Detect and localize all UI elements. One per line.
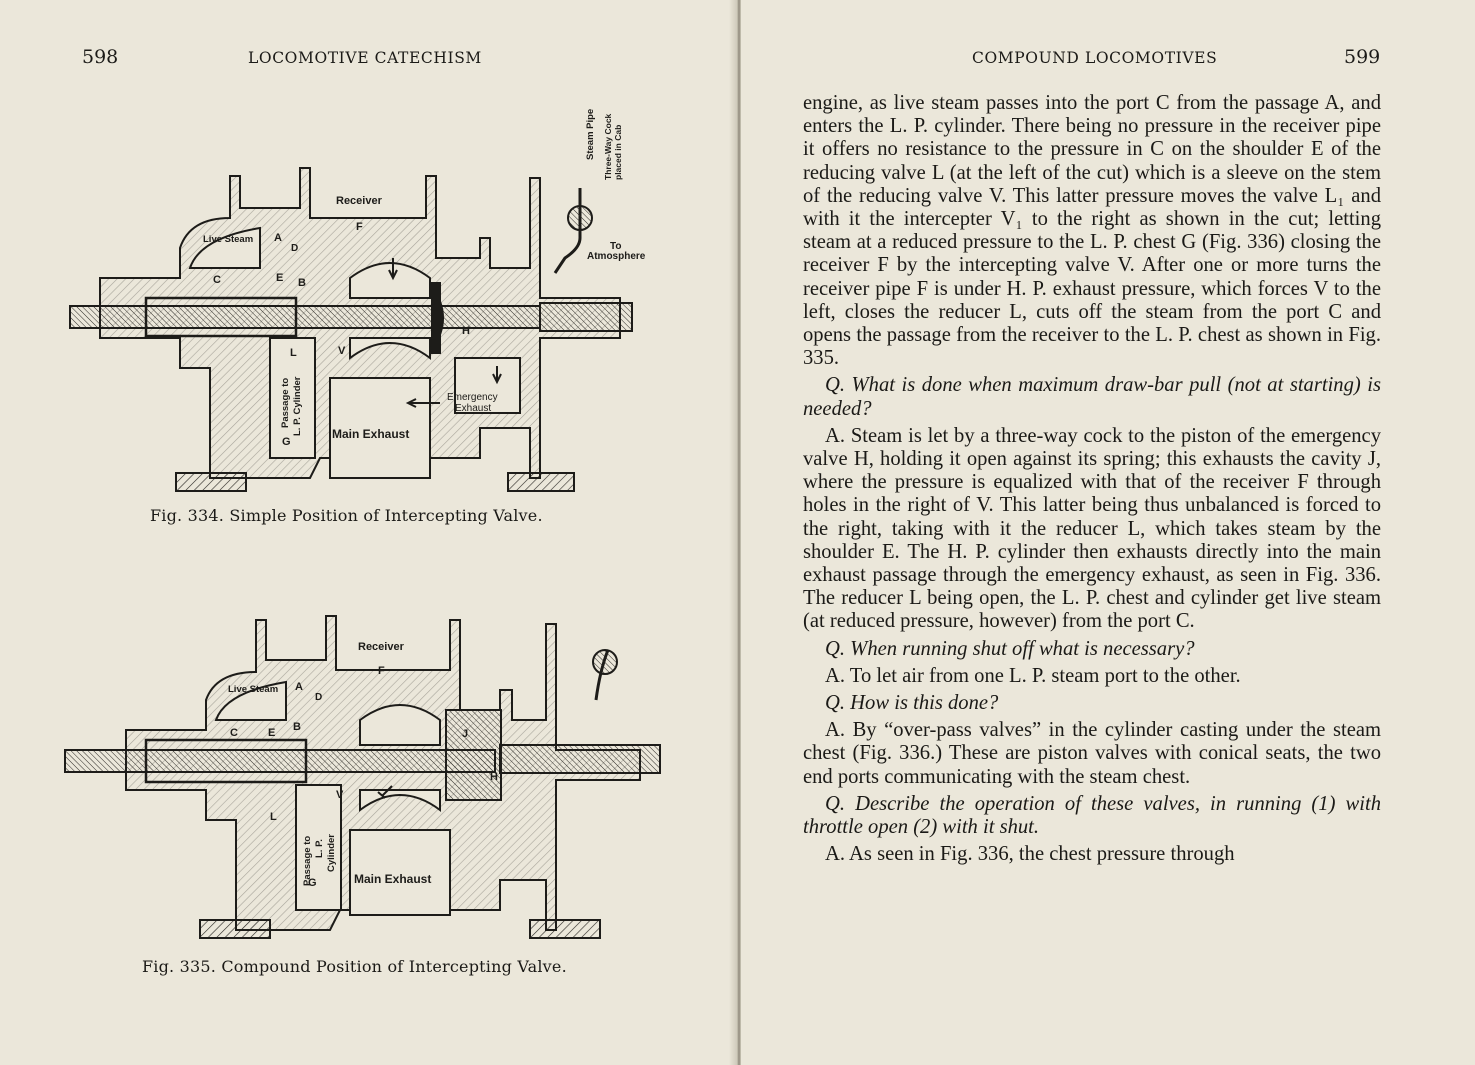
question-3: Q. How is this done? bbox=[825, 692, 999, 715]
fig334-label-main-exhaust: Main Exhaust bbox=[332, 427, 409, 441]
page-number-left: 598 bbox=[82, 46, 119, 68]
running-head-left: LOCOMOTIVE CATECHISM bbox=[248, 49, 482, 67]
fig335-label-live-steam: Live Steam bbox=[228, 684, 278, 695]
fig334-label-three-way-cock: Three-Way Cock bbox=[603, 113, 613, 180]
fig334-label-steam-pipe: Steam Pipe bbox=[585, 109, 596, 160]
fig335-label-l: L bbox=[270, 811, 277, 823]
fig334-label-emergency: Emergency bbox=[447, 392, 498, 403]
fig334-label-receiver: Receiver bbox=[336, 195, 383, 207]
fig334-label-atmosphere: Atmosphere bbox=[587, 251, 646, 262]
figure-334-caption: Fig. 334. Simple Position of Interceptin… bbox=[150, 506, 543, 525]
fig334-label-e: E bbox=[276, 272, 283, 284]
fig334-label-b: B bbox=[298, 277, 306, 289]
fig335-label-v: V bbox=[336, 789, 344, 801]
fig335-label-d: D bbox=[315, 692, 322, 703]
question-4: Q. Describe the operation of these valve… bbox=[803, 792, 1381, 839]
answer-1: A. Steam is let by a three-way cock to t… bbox=[803, 424, 1381, 633]
fig335-label-b: B bbox=[293, 721, 301, 733]
paragraph-1: engine, as live steam passes into the po… bbox=[803, 92, 1381, 370]
fig335-label-c: C bbox=[230, 727, 238, 739]
fig335-label-j: J bbox=[462, 728, 468, 740]
fig335-label-passage-1: Passage to bbox=[302, 836, 313, 886]
figure-334: Receiver F Live Steam A D C E B H L V G … bbox=[60, 98, 660, 500]
figure-335-drawing: Receiver F Live Steam A D C E B J H V L … bbox=[64, 615, 661, 939]
fig335-label-g: G bbox=[308, 877, 317, 889]
fig334-label-v: V bbox=[338, 345, 346, 357]
question-1: Q. What is done when maximum draw-bar pu… bbox=[803, 374, 1381, 420]
fig335-label-main-exhaust: Main Exhaust bbox=[354, 872, 431, 886]
fig335-label-f: F bbox=[378, 665, 385, 677]
fig334-label-f: F bbox=[356, 221, 363, 233]
fig334-label-a: A bbox=[274, 232, 282, 244]
fig334-label-c: C bbox=[213, 274, 221, 286]
page-number-right: 599 bbox=[1344, 46, 1381, 68]
fig334-label-passage-2: L. P. Cylinder bbox=[292, 376, 303, 436]
answer-4: A. As seen in Fig. 336, the chest pressu… bbox=[825, 843, 1235, 866]
answer-3: A. By “over-pass valves” in the cylinder… bbox=[803, 719, 1381, 788]
running-head-right: COMPOUND LOCOMOTIVES bbox=[972, 49, 1218, 67]
figure-335-caption: Fig. 335. Compound Position of Intercept… bbox=[142, 957, 567, 976]
fig334-label-h: H bbox=[462, 325, 470, 337]
fig334-label-exhaust: Exhaust bbox=[455, 403, 491, 414]
fig335-label-h: H bbox=[490, 771, 498, 783]
fig334-label-live-steam: Live Steam bbox=[203, 234, 253, 245]
fig335-label-a: A bbox=[295, 681, 303, 693]
fig334-label-placed-in-cab: placed in Cab bbox=[613, 125, 623, 180]
fig335-label-passage-3: Cylinder bbox=[326, 834, 337, 872]
fig335-label-e: E bbox=[268, 727, 275, 739]
figure-335: Receiver F Live Steam A D C E B J H V L … bbox=[60, 610, 670, 946]
body-text: engine, as live steam passes into the po… bbox=[803, 92, 1381, 867]
fig335-label-receiver: Receiver bbox=[358, 641, 405, 653]
right-page: COMPOUND LOCOMOTIVES 599 engine, as live… bbox=[741, 0, 1475, 1065]
fig334-label-passage-1: Passage to bbox=[280, 378, 291, 428]
fig334-label-to: To bbox=[610, 241, 621, 252]
fig335-label-passage-2: L. P. bbox=[314, 839, 325, 858]
question-2: Q. When running shut off what is necessa… bbox=[825, 637, 1195, 660]
fig334-label-l: L bbox=[290, 347, 297, 359]
left-page: 598 LOCOMOTIVE CATECHISM bbox=[0, 0, 737, 1065]
answer-2: A. To let air from one L. P. steam port … bbox=[825, 664, 1241, 687]
figure-334-drawing: Receiver F Live Steam A D C E B H L V G … bbox=[69, 109, 646, 492]
fig334-label-g: G bbox=[282, 436, 291, 448]
fig334-label-d: D bbox=[291, 243, 298, 254]
